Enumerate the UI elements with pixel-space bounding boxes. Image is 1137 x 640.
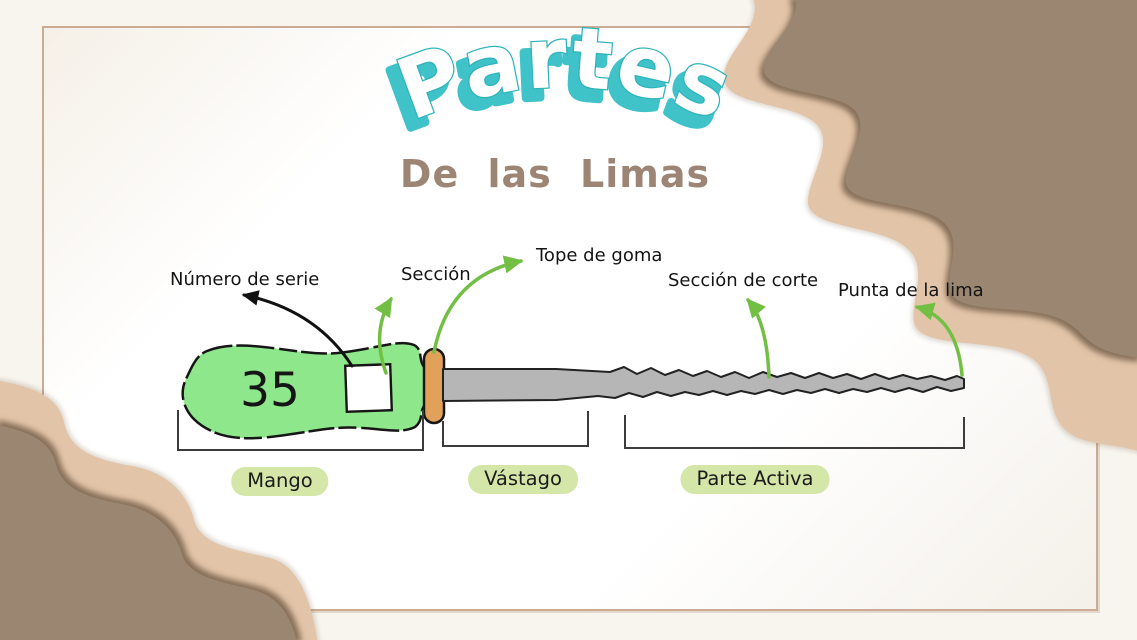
label-seccion-de-corte: Sección de corte [668,270,819,291]
arrow-seccion [374,296,393,375]
serial-number: 35 [240,363,300,418]
bracket-parte-activa [624,415,965,449]
pill-vastago: Vástago [468,465,578,494]
pill-parte-activa: Parte Activa [680,465,830,494]
label-punta-de-la-lima: Punta de la lima [838,280,984,301]
arrow-seccion-de-corte [746,298,771,379]
label-numero-de-serie: Número de serie [170,269,320,290]
arrow-punta-de-la-lima [914,302,964,377]
arrow-tope-de-goma [432,255,524,354]
arrow-numero-de-serie [241,290,354,368]
bracket-vastago [442,411,589,447]
bracket-mango [177,410,424,451]
rubber-stopper [422,347,446,425]
title-partes: Partes Partes [373,7,746,153]
section-square [343,362,394,413]
file-shaft-and-active-part [442,366,965,402]
pill-mango: Mango [231,467,329,496]
wave-dark-bottom-left [0,425,297,640]
label-seccion: Sección [401,264,471,285]
label-tope-de-goma: Tope de goma [536,245,663,266]
wave-dark-top-right [763,0,1137,358]
subtitle: De las Limas [399,152,711,196]
